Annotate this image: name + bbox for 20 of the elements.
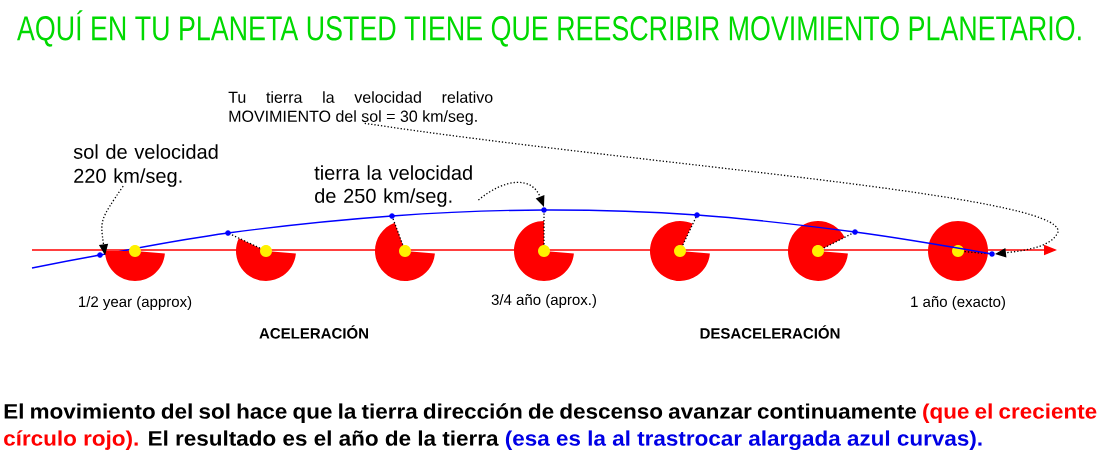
- phase-label: ACELERACIÓN: [259, 325, 368, 339]
- time-label: 1/2 year (approx): [79, 296, 192, 310]
- leader-line: [477, 181, 545, 207]
- orbit-point: [989, 251, 995, 257]
- label: círculo rojo).: [4, 430, 138, 450]
- label: El movimiento del sol hace que la tierra dirección de descenso avanzar continuamente: [4, 403, 917, 423]
- title: AQUÍ EN TU PLANETA USTED TIENE QUE REESCRIBIR MOVIMIENTO PLANETARIO.: [17, 10, 1081, 47]
- label: (esa es la al trastrocar alargada azul curvas).: [505, 430, 982, 451]
- time-label: 3/4 año (aprox.): [491, 294, 596, 308]
- label: El resultado es el año de la tierra: [149, 430, 499, 446]
- caption-text: El movimiento del sol hace que la tierra dirección de descenso avanzar continuamente (que el creciente círculo rojo). El resultado es el año de la tierra (esa es la al trastrocar alargada azul curvas).: [4, 403, 1097, 451]
- orbit-point: [541, 207, 547, 213]
- phase-label: DESACELERACIÓN: [700, 325, 840, 339]
- position-drawing: [105, 245, 165, 281]
- annotation-text: Tu tierra la velocidad relativo MOVIMIENTO del sol = 30 km/seg.: [228, 91, 493, 126]
- time-label: 1 año (exacto): [911, 296, 1005, 310]
- annotation-text: tierra la velocidad de 250 km/seg.: [314, 165, 472, 207]
- annotation-text: sol de velocidad 220 km/seg.: [73, 144, 218, 187]
- label: (que el creciente: [923, 403, 1097, 423]
- leader-line: [364, 122, 1059, 258]
